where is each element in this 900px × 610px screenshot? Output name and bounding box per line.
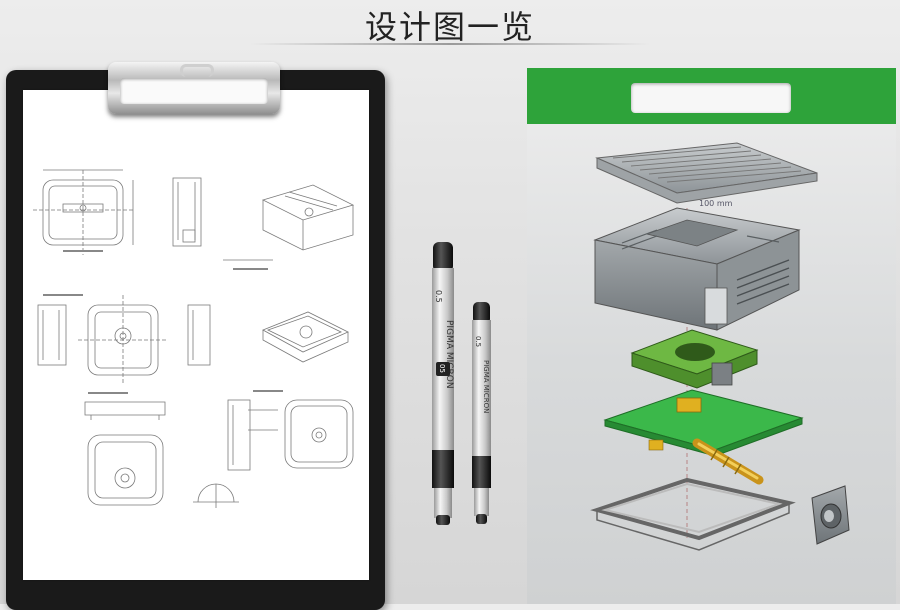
green-banner [527, 68, 896, 124]
technical-drawings [33, 169, 355, 508]
pen-brand-label-small: PIGMA MICRON [482, 360, 490, 413]
drawing-lid-view [284, 399, 354, 469]
title-divider [250, 43, 650, 45]
exploded-assembly: 100 mm ZC [590, 142, 850, 551]
connector-pin [692, 438, 764, 485]
green-bracket [630, 329, 759, 389]
drawing-bottom-view [87, 434, 164, 506]
drawing-cross-section [84, 401, 166, 416]
page-title: 设计图一览 [364, 8, 535, 46]
clipboard-clip [108, 62, 280, 114]
drawing-iso-housing [261, 184, 355, 251]
bottom-frame [590, 477, 796, 551]
clip-window [120, 78, 268, 104]
hang-tab-slot [631, 83, 791, 113]
pen-size-label: 0.5 [434, 290, 443, 303]
pen-small: PIGMA MICRON 0.5 [472, 302, 491, 524]
grille-lid [595, 142, 818, 204]
side-cap [811, 485, 850, 545]
pen-code-label: 05 [438, 364, 446, 373]
drawing-side-view [172, 177, 202, 247]
pen-size-label-small: 0.5 [474, 336, 482, 347]
drawing-sheet [23, 90, 369, 580]
main-housing: ZC [593, 207, 801, 345]
drawing-section-view [37, 304, 67, 366]
clip-ring [180, 64, 214, 77]
pen-brand-label: PIGMA MICRON [444, 320, 454, 389]
exploded-view-panel: 100 mm ZC [527, 68, 896, 604]
drawing-iso-base [262, 311, 349, 363]
pen-large: PIGMA MICRON 0.5 05 [432, 242, 454, 525]
dimension-label: 100 mm [699, 199, 733, 208]
